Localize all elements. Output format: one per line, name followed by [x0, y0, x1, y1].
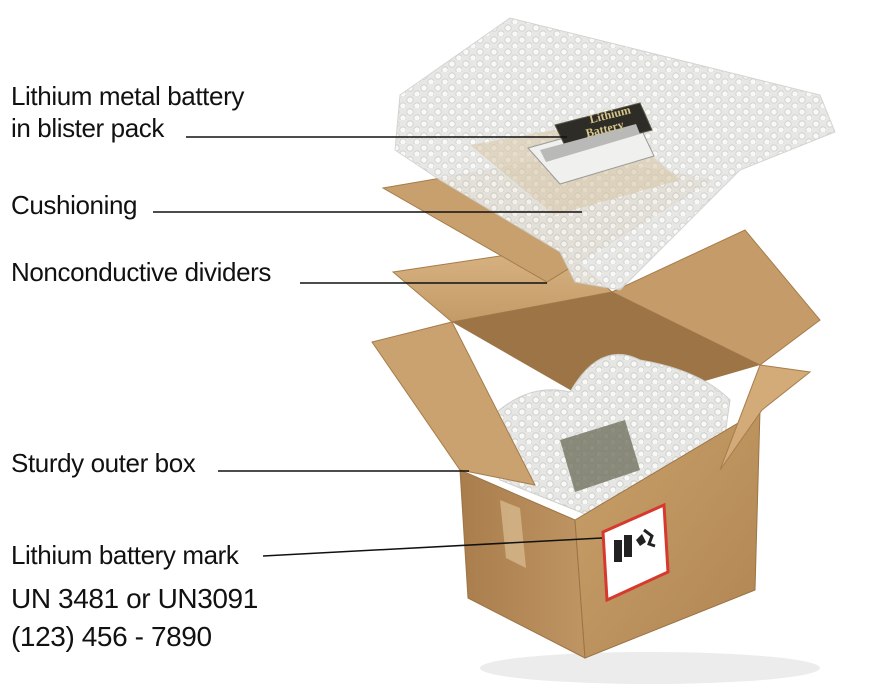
battery-mark-symbol — [614, 528, 656, 562]
label-battery-line2: in blister pack — [11, 113, 164, 143]
label-battery-line1: Lithium metal battery — [11, 81, 244, 111]
back-right-flap — [610, 229, 821, 366]
box-front-face — [574, 409, 761, 659]
right-open-flap — [719, 364, 812, 471]
label-un-numbers: UN 3481 or UN3091 — [11, 583, 258, 614]
label-phone-number: (123) 456 - 7890 — [11, 621, 212, 652]
tape-strip — [500, 500, 526, 568]
label-dividers: Nonconductive dividers — [11, 257, 272, 287]
label-outer-box: Sturdy outer box — [11, 448, 196, 478]
left-open-flap — [371, 321, 536, 486]
leader-line-mark — [262, 537, 603, 557]
box-shadow — [480, 652, 820, 684]
wrapped-battery — [560, 420, 640, 492]
blister-pack — [527, 102, 655, 185]
label-battery-mark: Lithium battery mark — [11, 540, 239, 570]
lithium-battery-mark — [601, 502, 670, 603]
label-cushioning: Cushioning — [11, 190, 138, 220]
